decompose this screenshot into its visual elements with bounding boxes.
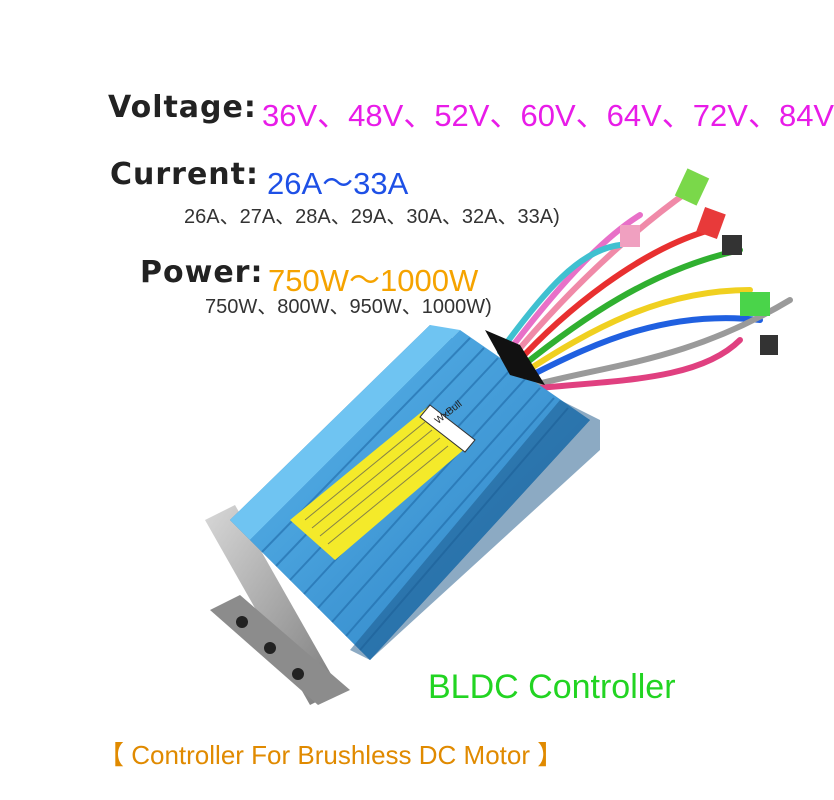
power-options: 750W、800W、950W、1000W) — [205, 296, 492, 318]
product-sticker — [290, 405, 475, 560]
power-label: Power: — [140, 255, 264, 290]
wire-bundle — [497, 187, 793, 391]
product-title: BLDC Controller — [428, 668, 676, 706]
voltage-values: 36V、48V、52V、60V、64V、72V、84V — [262, 98, 834, 133]
controller-housing — [230, 325, 600, 660]
footer-caption: 【 Controller For Brushless DC Motor 】 — [98, 740, 564, 770]
mounting-bracket — [205, 505, 350, 705]
wire-connectors — [620, 168, 778, 355]
current-range: 26A～33A — [267, 166, 409, 201]
current-options: 26A、27A、28A、29A、30A、32A、33A) — [184, 206, 560, 228]
current-label: Current: — [110, 157, 260, 192]
voltage-label: Voltage: — [108, 90, 257, 125]
controller-product-photo — [205, 168, 793, 705]
power-range: 750W～1000W — [268, 263, 479, 298]
